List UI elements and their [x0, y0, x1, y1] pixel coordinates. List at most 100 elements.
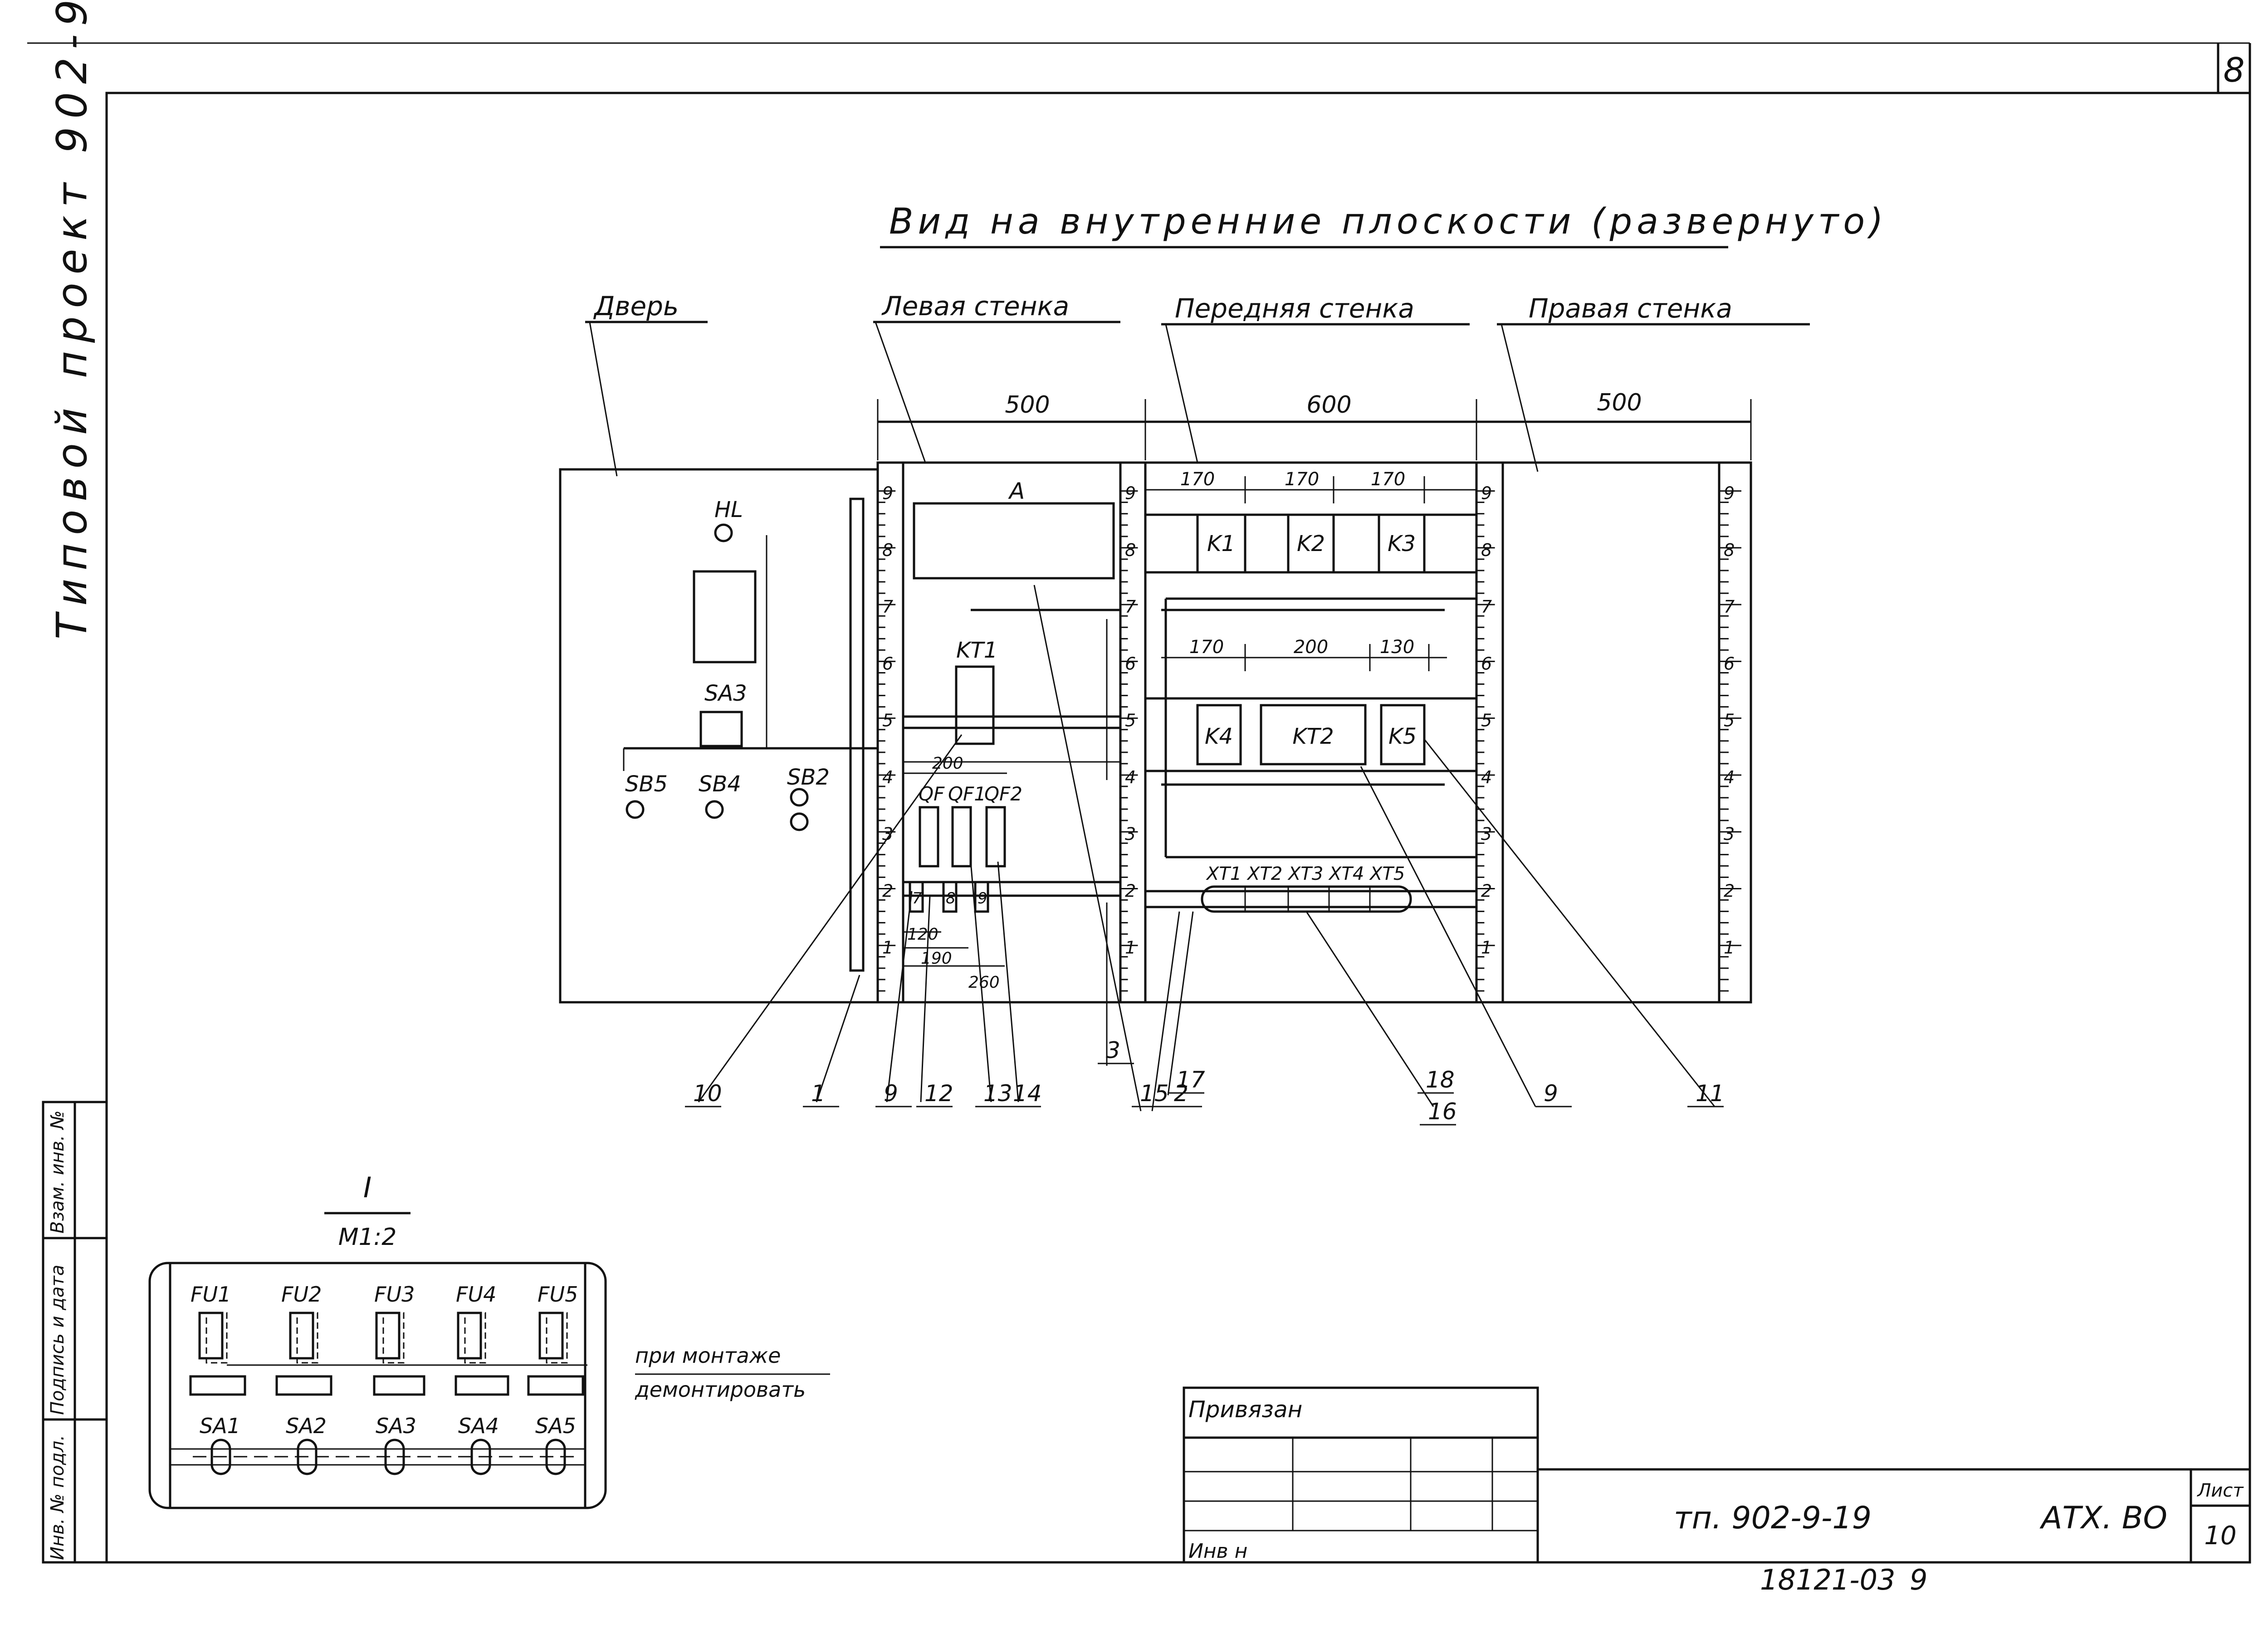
- door-sb2-label: SB2: [787, 765, 830, 790]
- stamp-inv-label: Инв н: [1188, 1540, 1247, 1563]
- callout-number: 14: [1013, 1080, 1042, 1107]
- ruler-number-left-b: 8: [1125, 540, 1136, 560]
- front-kt2-label: KT2: [1292, 724, 1334, 749]
- left-ruler-left: [876, 461, 904, 1004]
- callout-number: 10: [693, 1080, 722, 1107]
- door-display: [693, 570, 757, 663]
- detail-fuse-bases: [189, 1375, 584, 1396]
- ruler-number-front: 7: [1481, 597, 1492, 617]
- section-right-wall-label: Правая стенка: [1529, 293, 1732, 324]
- left-block-8-label: 8: [946, 889, 956, 907]
- ruler-number-front: 6: [1481, 654, 1492, 673]
- front-wall: 170 170 170 K1 K2 K3 170 200 130 K4 KT2 …: [1145, 461, 1504, 1004]
- dim-left-width: 500: [1005, 391, 1050, 419]
- title-block: Привязан Инв н тп. 902-9-19 АТХ. ВО Лист…: [1183, 1386, 2251, 1564]
- front-k1-label: K1: [1207, 531, 1235, 556]
- ruler-number-right: 8: [1724, 540, 1735, 560]
- ruler-number-left-b: 3: [1125, 824, 1136, 844]
- ruler-number-left-a: 3: [882, 824, 893, 844]
- front-k2-label: K2: [1297, 531, 1325, 556]
- left-dim-260: 260: [968, 973, 1000, 992]
- door-sb5-label: SB5: [625, 771, 668, 797]
- ruler-number-front: 4: [1481, 767, 1492, 787]
- front-dim-mid-1: 170: [1189, 637, 1224, 658]
- callout-number: 13: [983, 1080, 1012, 1107]
- ruler-number-front: 1: [1481, 938, 1492, 958]
- side-stamp-sign: Подпись и дата: [47, 1265, 68, 1415]
- left-dim-190: 190: [921, 949, 952, 968]
- door-hl-lamp: [714, 523, 733, 542]
- section-left-wall-label: Левая стенка: [881, 291, 1069, 322]
- left-qf-breaker: [919, 806, 939, 868]
- side-stamp: Инв. № подл. Подпись и дата Взам. инв. №: [42, 1101, 108, 1564]
- detail-sa3-label: SA3: [376, 1414, 416, 1438]
- door-sb2-button-1: [790, 788, 809, 807]
- ruler-number-front: 2: [1481, 881, 1492, 901]
- sheet-code: тп. 902-9-19: [1674, 1500, 1872, 1536]
- detail-sa5-label: SA5: [535, 1414, 576, 1438]
- callout-number: 16: [1428, 1098, 1457, 1125]
- left-block-7-label: 7: [912, 889, 922, 907]
- door-sa3-label: SA3: [704, 681, 747, 706]
- left-device-a-label: A: [1008, 478, 1025, 504]
- left-kt1-label: KT1: [956, 638, 997, 663]
- sheet-list-number: 10: [2204, 1521, 2236, 1551]
- right-wall: [1503, 461, 1752, 1004]
- detail-fuse-holders: [198, 1312, 568, 1364]
- door-panel: HL SA3 SB5 SB4 SB2: [559, 468, 879, 1004]
- stamp-tied-label: Привязан: [1188, 1396, 1302, 1423]
- left-dim-120: 120: [907, 925, 938, 944]
- door-sa3-switch: [699, 711, 743, 747]
- detail-fu1-label: FU1: [191, 1282, 231, 1307]
- ruler-number-front: 9: [1481, 483, 1492, 503]
- section-front-wall-label: Передняя стенка: [1175, 293, 1414, 324]
- ruler-number-left-b: 1: [1125, 938, 1136, 958]
- section-labels: Дверь Левая стенка Передняя стенка Права…: [585, 291, 1810, 477]
- detail-fu5-label: FU5: [538, 1282, 578, 1307]
- detail-sa4-label: SA4: [458, 1414, 499, 1438]
- ruler-number-front: 8: [1481, 540, 1492, 560]
- left-qf2-breaker: [985, 806, 1006, 868]
- sheet-list-label: Лист: [2196, 1480, 2244, 1501]
- left-block-8: [942, 881, 958, 913]
- ruler-number-left-a: 8: [882, 540, 893, 560]
- front-dim-mid-2: 200: [1294, 637, 1328, 658]
- callout-number: 9: [1544, 1080, 1558, 1107]
- ruler-number-left-b: 9: [1125, 483, 1136, 503]
- ruler-number-left-b: 2: [1125, 881, 1136, 901]
- left-wall: A KT1 200 QF QF1 QF2 7 8 9 120 190 260: [876, 461, 1147, 1004]
- detail-sa1-label: SA1: [200, 1414, 240, 1438]
- dim-right-width: 500: [1597, 389, 1642, 416]
- ruler-number-left-a: 2: [882, 881, 893, 901]
- left-kt1-relay: [955, 665, 995, 745]
- right-ruler: [1718, 461, 1752, 1004]
- front-dim-top-3: 170: [1371, 469, 1405, 490]
- front-k3: [1378, 513, 1426, 574]
- door-sb2-button-2: [790, 812, 809, 831]
- front-k4: [1196, 704, 1242, 766]
- detail-note-line2: демонтировать: [635, 1377, 806, 1402]
- left-qf-label: QF: [919, 783, 945, 805]
- door-hl-label: HL: [714, 497, 743, 522]
- ruler-number-left-a: 6: [882, 654, 893, 673]
- ruler-number-left-a: 5: [882, 711, 893, 731]
- callout-number: 9: [884, 1080, 898, 1107]
- callout-number: 1: [811, 1080, 826, 1107]
- left-qf1-label: QF1: [948, 783, 986, 805]
- ruler-number-left-b: 7: [1125, 597, 1136, 617]
- callout-number: 15: [1140, 1080, 1169, 1107]
- front-dim-mid-3: 130: [1380, 637, 1414, 658]
- left-qf2-label: QF2: [984, 783, 1022, 805]
- front-k1: [1196, 513, 1246, 574]
- ruler-number-front: 5: [1481, 711, 1492, 731]
- ruler-number-right: 5: [1724, 711, 1735, 731]
- left-block-9-label: 9: [978, 889, 987, 907]
- dim-front-width: 600: [1306, 391, 1351, 419]
- ruler-number-left-a: 9: [882, 483, 893, 503]
- detail-fu4-label: FU4: [456, 1282, 496, 1307]
- ruler-number-right: 3: [1724, 824, 1735, 844]
- front-kt2: [1260, 704, 1367, 766]
